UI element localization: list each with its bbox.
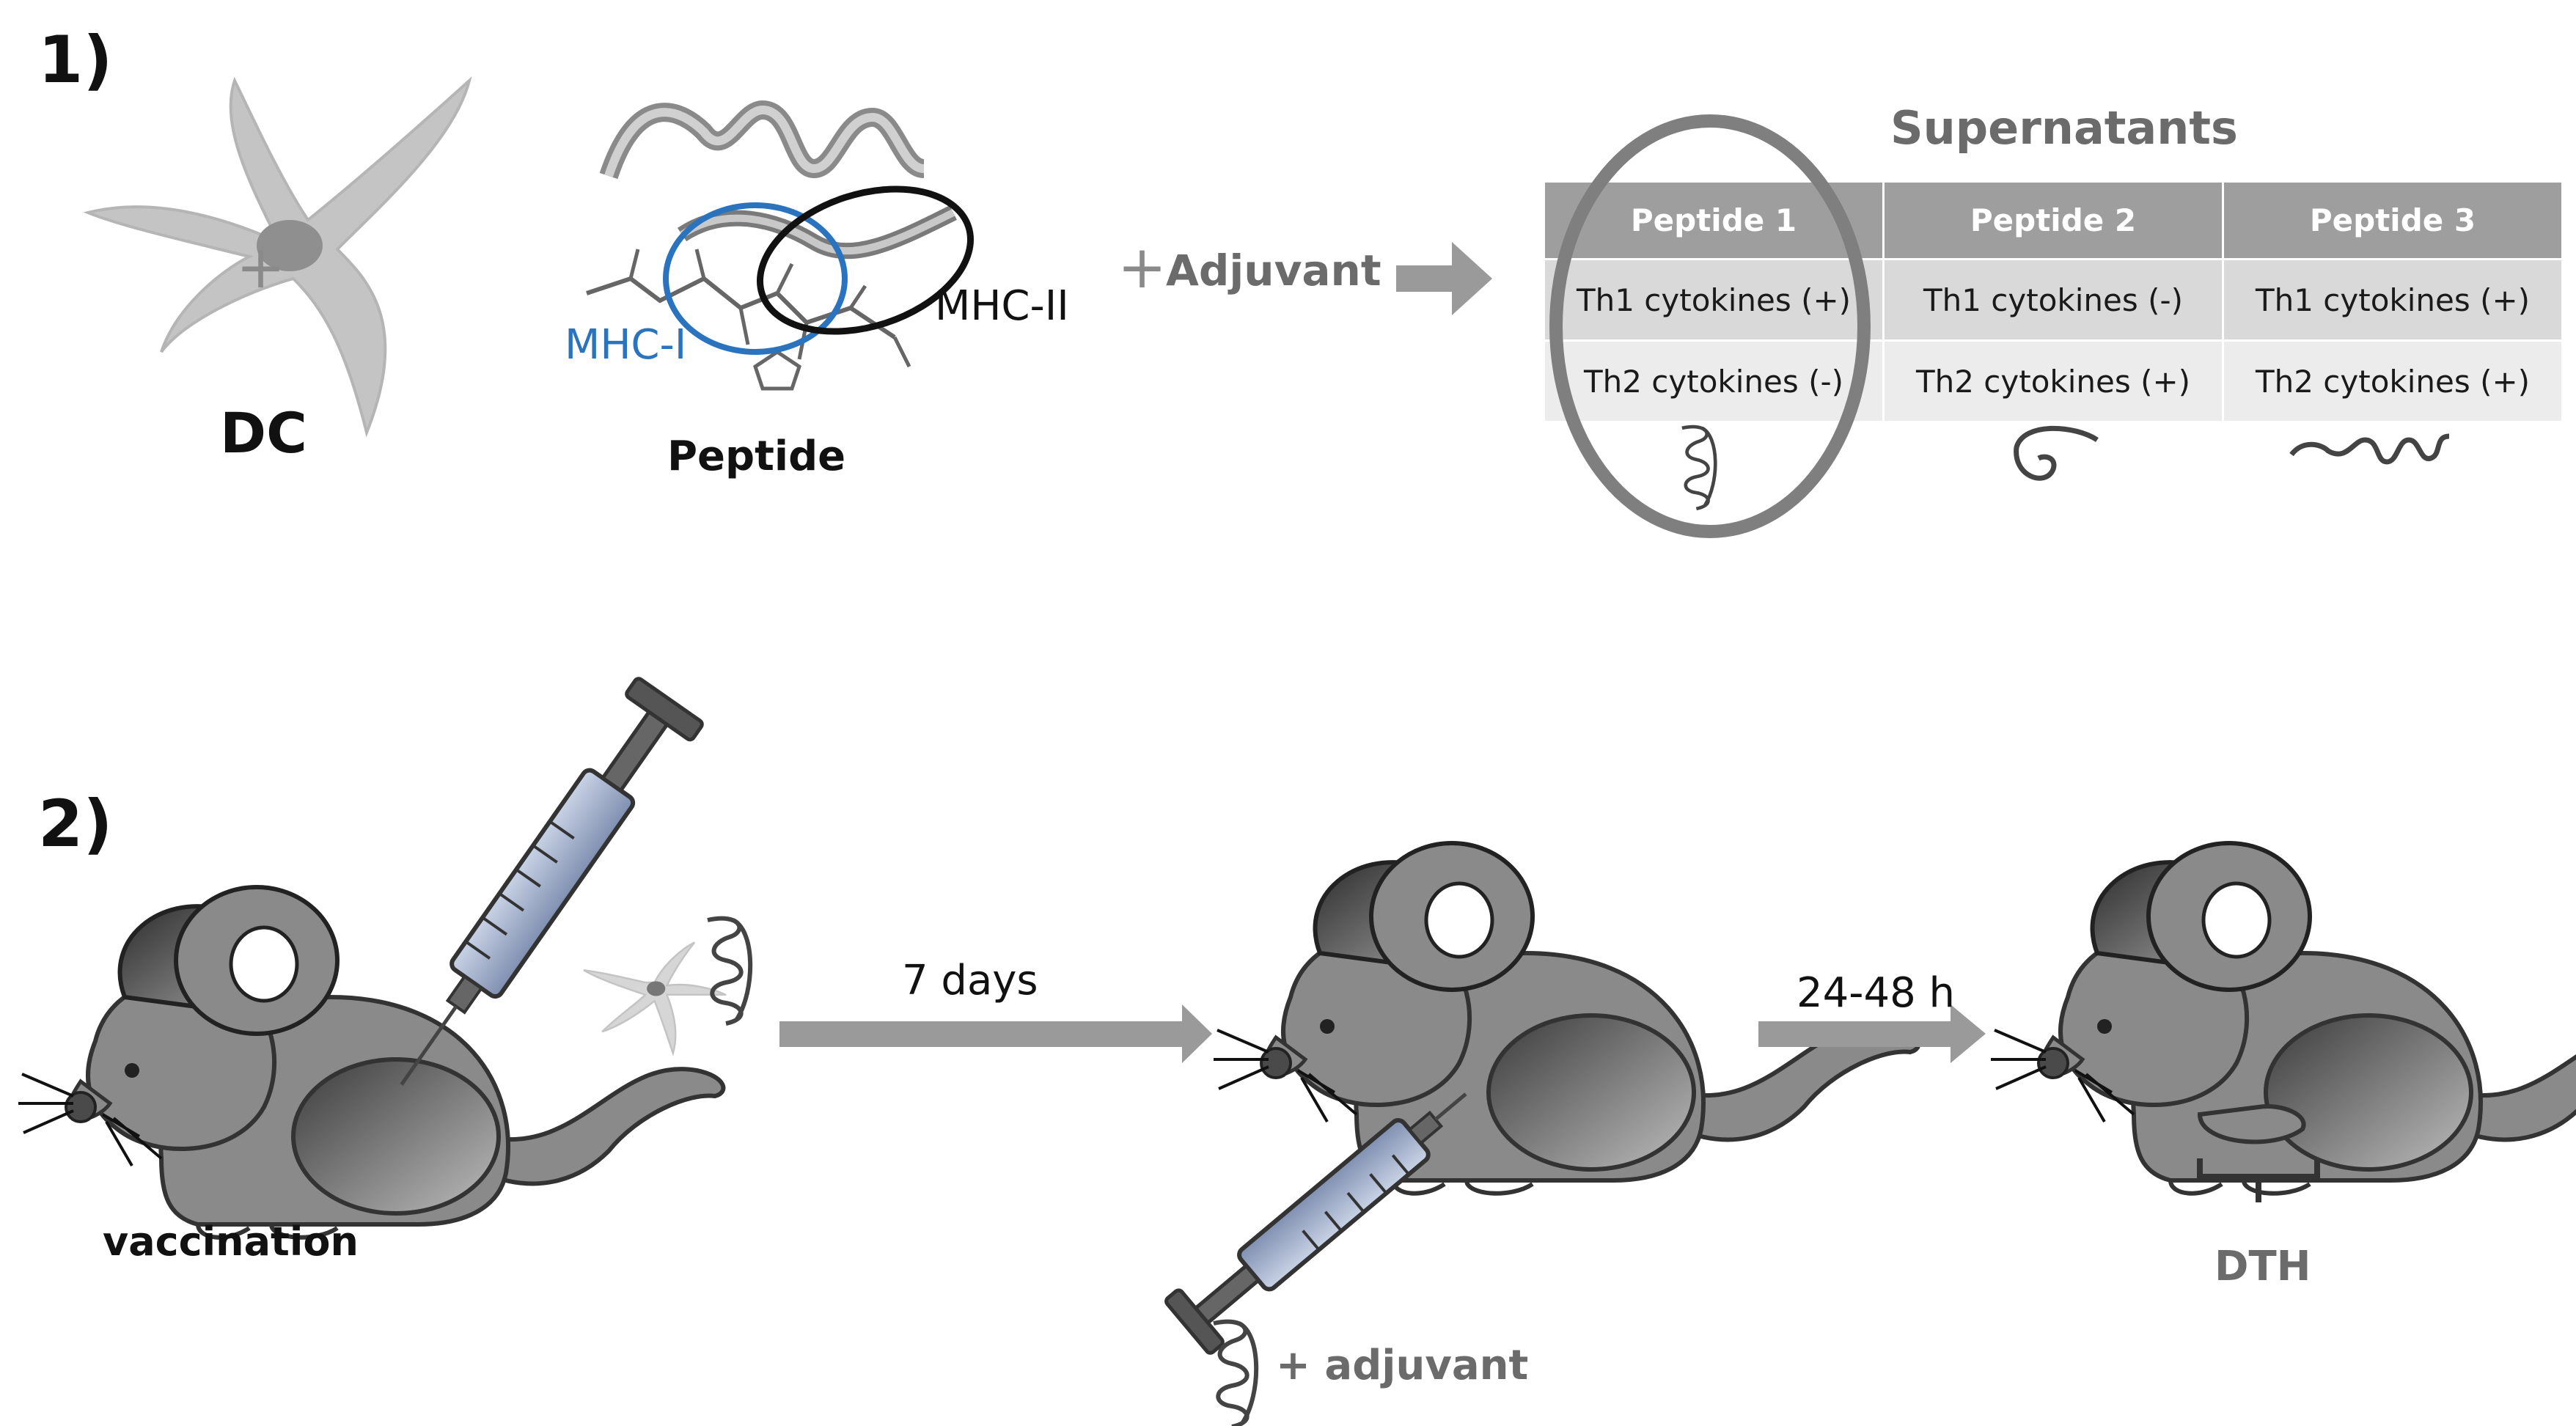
table-cell: Th1 cytokines (-) (1882, 258, 2224, 342)
interval-7-days-label: 7 days (902, 957, 1038, 1004)
arrow-24-48h (1758, 1004, 1986, 1063)
panel-2-label: 2) (38, 786, 113, 861)
mouse-challenge (1214, 843, 1918, 1194)
arrow-7-days (779, 1004, 1212, 1063)
dth-label: DTH (2214, 1243, 2311, 1290)
table-cell: Th2 cytokines (+) (1882, 339, 2224, 423)
plus-icon-1: + (236, 233, 285, 301)
table-row: Th1 cytokines (+) Th1 cytokines (-) Th1 … (1543, 258, 2564, 342)
table-cell: Th2 cytokines (+) (2222, 339, 2564, 423)
supernatants-title: Supernatants (1890, 101, 2238, 155)
vaccination-label: vaccination (103, 1219, 359, 1265)
syringe-challenge-icon (1164, 1092, 1467, 1355)
peptide-structure-illustration (586, 100, 974, 391)
peptide-label: Peptide (667, 433, 846, 480)
mhc-i-label: MHC-I (565, 321, 687, 369)
syringe-vaccination-icon (400, 677, 704, 1086)
table-cell: Th1 cytokines (+) (1543, 258, 1885, 342)
adjuvant-label: Adjuvant (1166, 246, 1381, 295)
mouse-dth (1991, 843, 2576, 1194)
dc-label: DC (220, 400, 307, 466)
panel-1-label: 1) (38, 22, 113, 98)
mouse-vaccination (18, 887, 723, 1238)
supernatants-table: Peptide 1 Peptide 2 Peptide 3 Th1 cytoki… (1543, 180, 2564, 423)
table-header-peptide-2: Peptide 2 (1882, 180, 2224, 260)
dth-bracket (2197, 1158, 2320, 1202)
plus-icon-2: + (1118, 233, 1167, 301)
swollen-footpad (2197, 1104, 2306, 1144)
challenge-adjuvant-label: + adjuvant (1276, 1342, 1529, 1389)
table-cell: Th1 cytokines (+) (2222, 258, 2564, 342)
mhc-ii-label: MHC-II (935, 282, 1069, 330)
table-cell: Th2 cytokines (-) (1543, 339, 1885, 423)
table-header-peptide-1: Peptide 1 (1543, 180, 1885, 260)
interval-24-48h-label: 24-48 h (1797, 969, 1956, 1017)
table-row: Th2 cytokines (-) Th2 cytokines (+) Th2 … (1543, 339, 2564, 423)
dendritic-cell-illustration (83, 76, 472, 438)
peptide-coil-icon-vaccination (708, 919, 750, 1023)
table-header-peptide-3: Peptide 3 (2222, 180, 2564, 260)
arrow-to-supernatants (1396, 242, 1492, 315)
dendritic-cell-small-icon (583, 941, 726, 1056)
